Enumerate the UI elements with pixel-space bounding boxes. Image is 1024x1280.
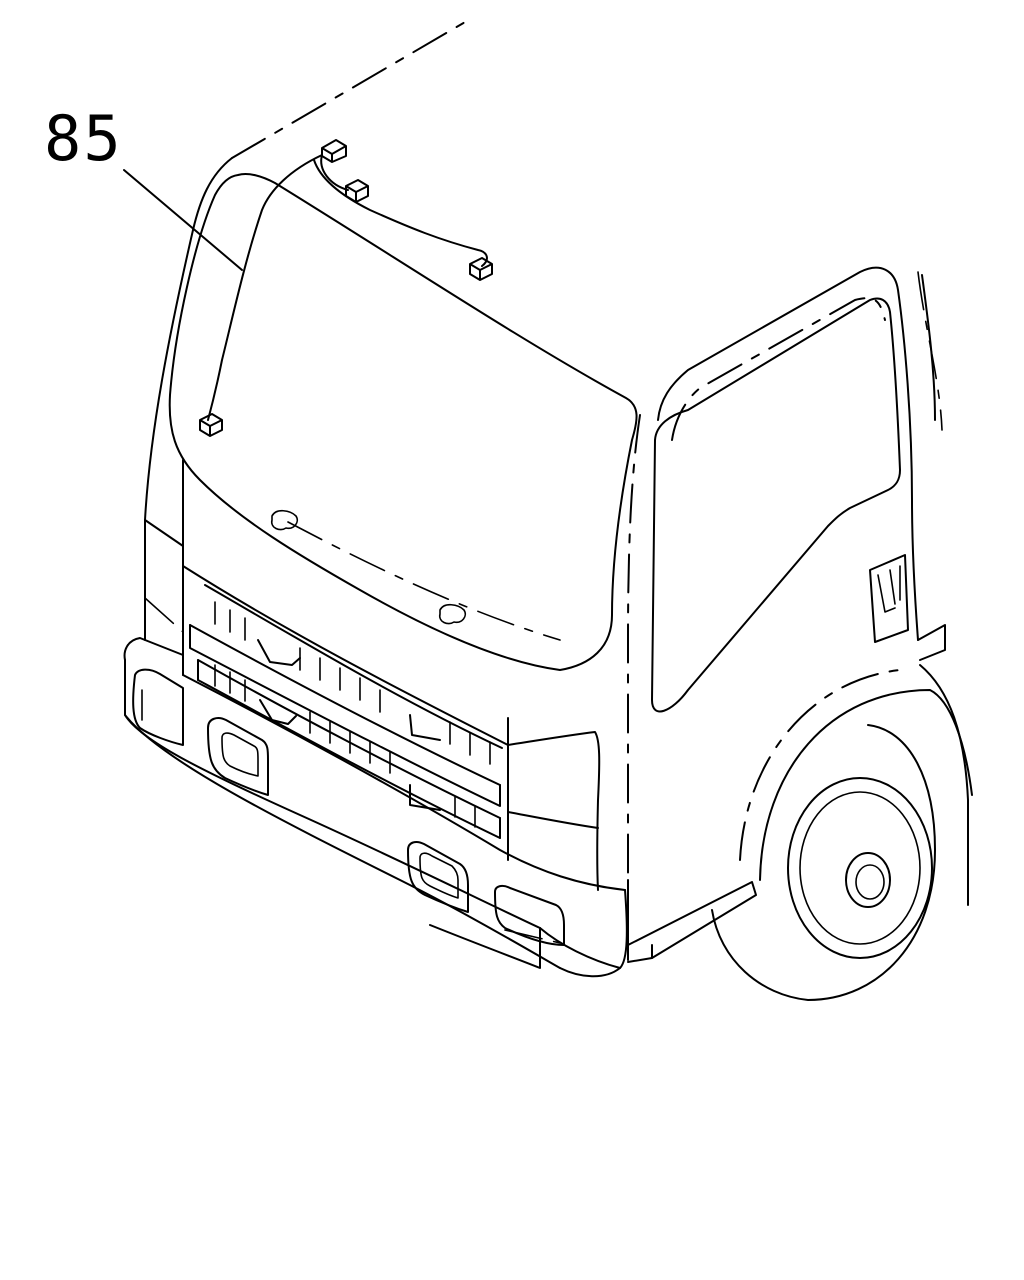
door-window	[651, 297, 901, 713]
cab-roof	[144, 17, 473, 521]
bumper-vent-right	[407, 841, 469, 913]
callout-leader-line	[123, 169, 243, 271]
connector-left	[199, 413, 223, 437]
front-wheel	[711, 664, 973, 1001]
connector-right	[469, 257, 493, 281]
cab-side	[627, 266, 943, 961]
fog-lamp-left	[132, 668, 184, 746]
step-panel	[627, 624, 946, 963]
harness-branch-left	[207, 154, 323, 421]
fog-lamp-right	[494, 884, 565, 946]
connector-middle	[345, 179, 369, 203]
wiper-pivot-left	[270, 509, 299, 531]
harness-branch-right	[313, 159, 488, 267]
bumper-vent-left	[207, 717, 269, 796]
front-bumper	[123, 637, 628, 978]
wiper-pivot-right	[438, 603, 467, 625]
wiring-harness	[199, 139, 493, 437]
harness-branch-middle	[320, 154, 349, 191]
windshield	[168, 173, 638, 671]
front-grille	[189, 584, 503, 839]
door-handle	[869, 554, 909, 643]
callout-label-85: 85	[44, 102, 123, 175]
cab-front-panel	[144, 459, 601, 891]
connector-top	[321, 139, 347, 163]
